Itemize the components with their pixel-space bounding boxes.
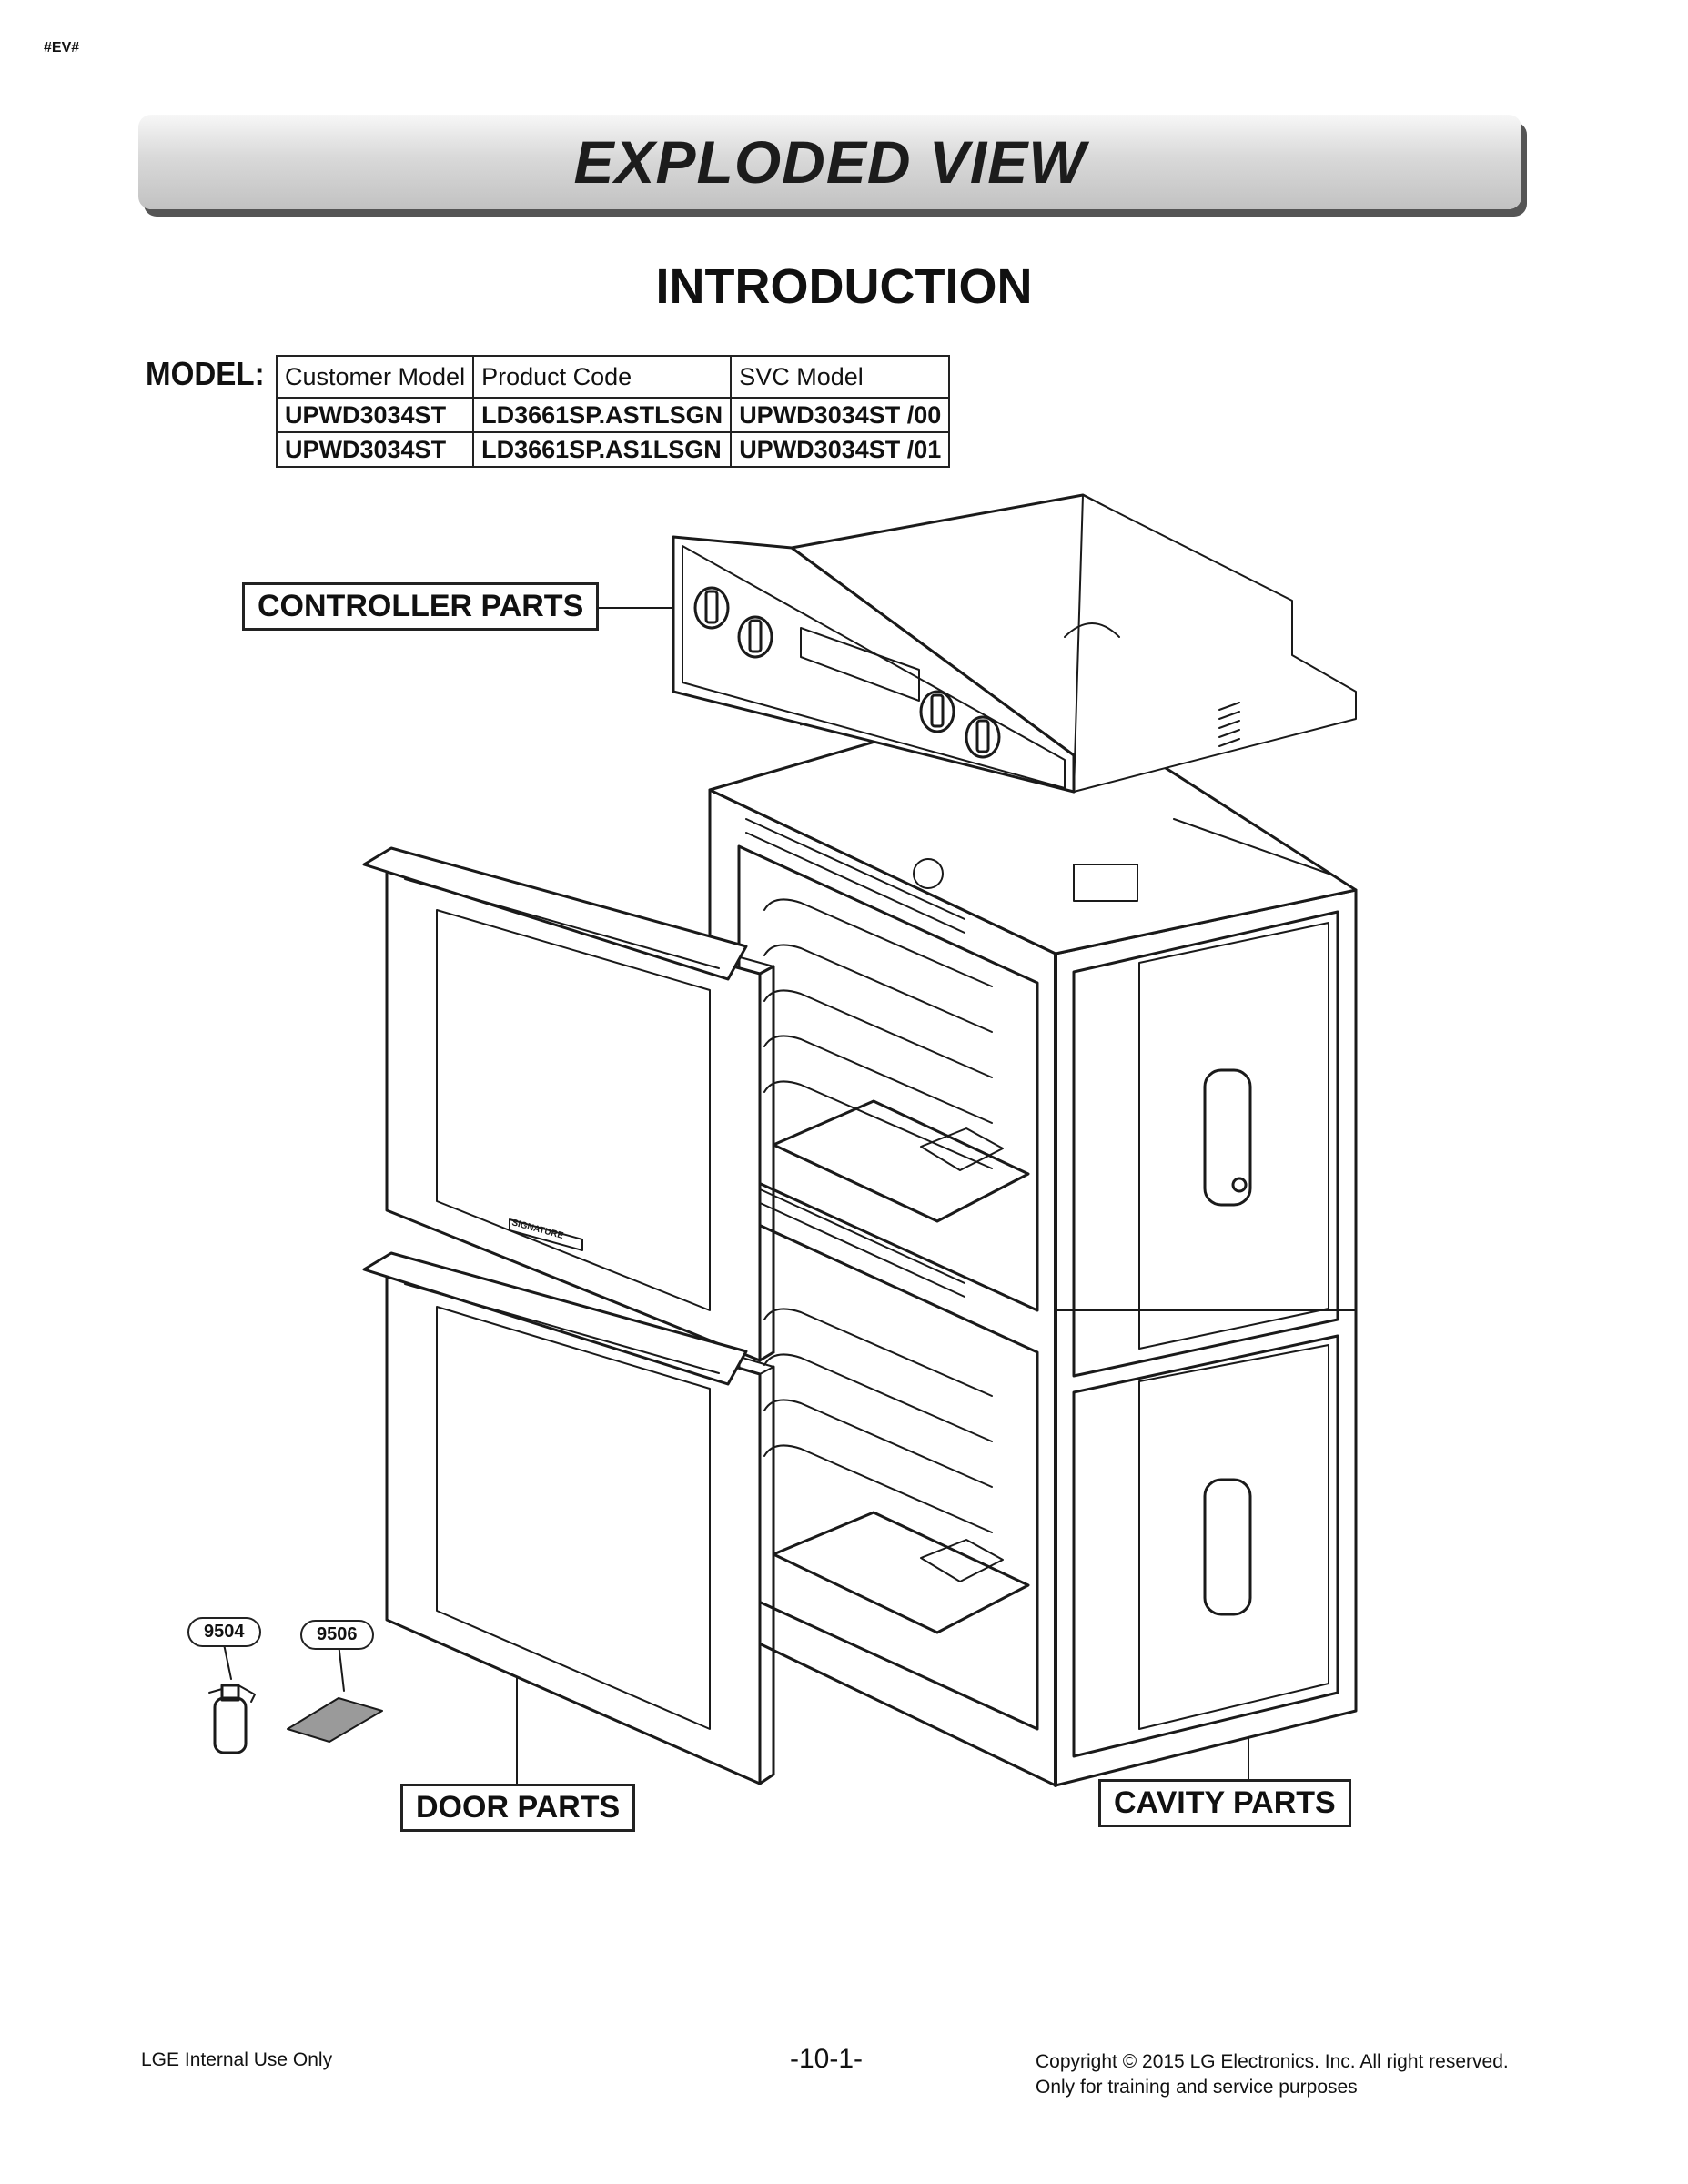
cabinet-side-panel — [1054, 888, 1358, 1787]
knob-icon — [965, 715, 1001, 759]
table-header-row: Customer Model Product Code SVC Model — [275, 355, 951, 399]
part-number-badge: 9504 — [187, 1617, 261, 1647]
part-number-badge: 9506 — [300, 1620, 374, 1650]
lower-door — [362, 1251, 775, 1785]
page-title: INTRODUCTION — [655, 259, 1033, 314]
section-banner: EXPLODED VIEW — [138, 115, 1521, 209]
callout-door-parts: DOOR PARTS — [400, 1784, 636, 1832]
cell-product-code: LD3661SP.ASTLSGN — [472, 397, 733, 433]
knob-icon — [919, 690, 955, 733]
purpose-line: Only for training and service purposes — [1036, 2077, 1358, 2098]
callout-cavity-parts: CAVITY PARTS — [1098, 1779, 1351, 1827]
cleaning-pad-icon — [287, 1697, 383, 1743]
page-number: -10-1- — [790, 2044, 864, 2074]
exploded-view-diagram: SIGNATURE — [208, 493, 1358, 1787]
header-product-code: Product Code — [472, 355, 733, 399]
table-row: UPWD3034ST LD3661SP.ASTLSGN UPWD3034ST /… — [275, 397, 951, 433]
model-table: Customer Model Product Code SVC Model UP… — [275, 355, 951, 468]
page-tag: #EV# — [44, 40, 80, 56]
cell-svc-model: UPWD3034ST /00 — [730, 397, 951, 433]
header-svc-model: SVC Model — [730, 355, 951, 399]
table-row: UPWD3034ST LD3661SP.AS1LSGN UPWD3034ST /… — [275, 431, 951, 468]
copyright-line: Copyright © 2015 LG Electronics. Inc. Al… — [1036, 2051, 1509, 2072]
cabinet-front-frame — [708, 788, 1057, 1787]
footer-internal-use: LGE Internal Use Only — [141, 2049, 333, 2070]
model-label: MODEL: — [146, 355, 265, 392]
knob-icon — [737, 615, 773, 659]
banner-title: EXPLODED VIEW — [573, 128, 1087, 196]
upper-door — [362, 846, 775, 1362]
spray-bottle-icon — [208, 1684, 256, 1754]
knob-icon — [693, 586, 730, 630]
cell-product-code: LD3661SP.AS1LSGN — [472, 431, 733, 468]
controller-panel — [672, 493, 1357, 794]
header-customer-model: Customer Model — [275, 355, 475, 399]
cell-customer-model: UPWD3034ST — [275, 397, 475, 433]
callout-controller-parts: CONTROLLER PARTS — [242, 582, 600, 631]
cell-customer-model: UPWD3034ST — [275, 431, 475, 468]
footer-copyright: Copyright © 2015 LG Electronics. Inc. Al… — [1036, 2049, 1509, 2100]
cell-svc-model: UPWD3034ST /01 — [730, 431, 951, 468]
